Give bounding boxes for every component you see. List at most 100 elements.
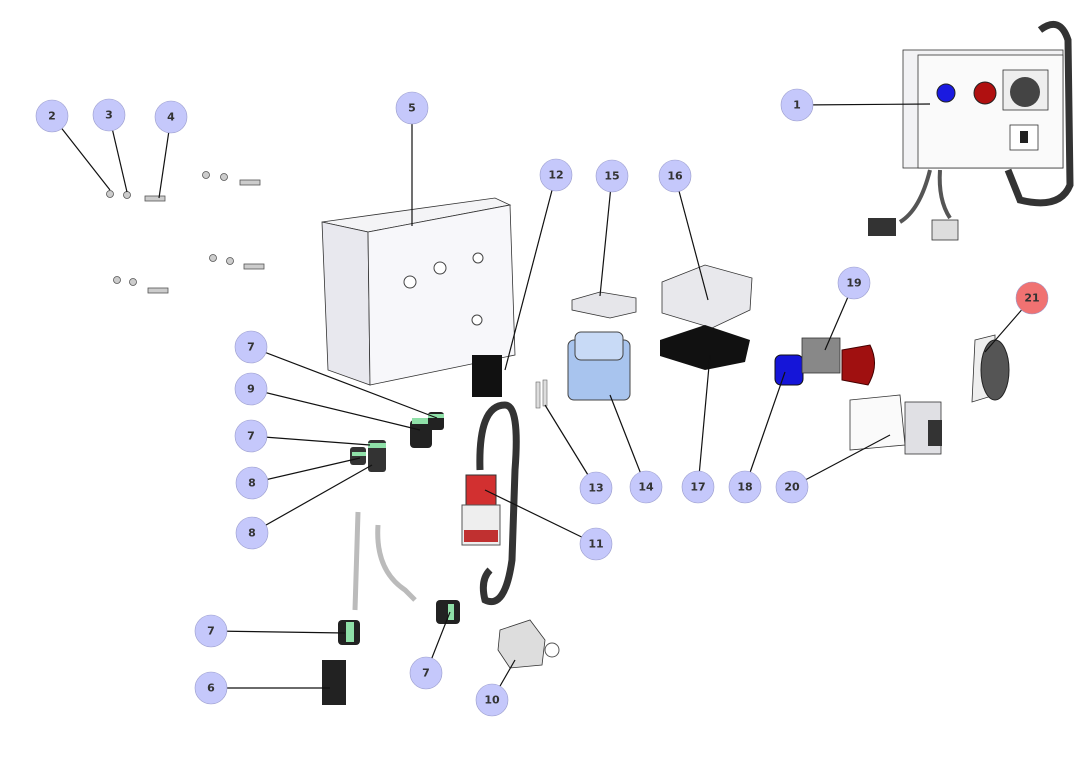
callout-bubble	[681, 470, 715, 504]
leader-line-7	[210, 630, 346, 634]
callout-bubble	[234, 372, 268, 406]
leader-line-1	[796, 103, 931, 106]
callout-14: 14	[629, 470, 663, 504]
callout-bubble	[775, 470, 809, 504]
callout-7: 7	[234, 419, 268, 453]
leader-line-15	[599, 175, 613, 297]
callout-15: 15	[595, 159, 629, 193]
callout-11: 11	[579, 527, 613, 561]
plug-connector	[461, 474, 501, 546]
callout-number: 4	[167, 111, 175, 124]
fasteners	[106, 171, 265, 294]
enclosure-box	[321, 197, 516, 386]
callout-5: 5	[395, 91, 429, 125]
callout-bubble	[92, 98, 126, 132]
callout-3: 3	[92, 98, 126, 132]
leader-line-7	[250, 346, 438, 419]
cable-glands	[338, 412, 460, 645]
callout-number: 18	[737, 481, 752, 494]
callout-bubble	[658, 159, 692, 193]
leader-line-8	[251, 457, 361, 484]
callout-16: 16	[658, 159, 692, 193]
callout-17: 17	[681, 470, 715, 504]
callout-6: 6	[194, 671, 228, 705]
callout-bubble	[579, 527, 613, 561]
callout-bubble	[475, 683, 509, 717]
callout-bubble	[35, 99, 69, 133]
leader-line-16	[674, 175, 709, 301]
callout-13: 13	[579, 471, 613, 505]
callout-number: 16	[667, 170, 683, 183]
callout-bubble	[837, 266, 871, 300]
callout-bubble	[235, 516, 269, 550]
cable-clamp	[322, 660, 346, 705]
callout-bubble	[194, 671, 228, 705]
callout-20: 20	[775, 470, 809, 504]
callout-number: 10	[484, 694, 500, 707]
callout-bubble	[595, 159, 629, 193]
callout-number: 17	[690, 481, 705, 494]
leader-line-7	[250, 435, 371, 446]
callout-bubble	[1015, 281, 1049, 315]
callout-8: 8	[235, 516, 269, 550]
callout-bubble	[395, 91, 429, 125]
parts	[106, 20, 1074, 705]
callout-10: 10	[475, 683, 509, 717]
callout-number: 8	[248, 527, 256, 540]
callout-bubble	[409, 656, 443, 690]
callout-21: 21	[1015, 281, 1049, 315]
callout-number: 7	[422, 667, 430, 680]
callout-number: 12	[548, 169, 563, 182]
callout-7: 7	[194, 614, 228, 648]
leader-line-11	[484, 489, 597, 545]
callout-number: 13	[588, 482, 603, 495]
callout-bubble	[780, 88, 814, 122]
callout-bubble	[539, 158, 573, 192]
callout-number: 5	[408, 102, 416, 115]
callout-number: 9	[247, 383, 255, 396]
leader-line-20	[791, 434, 891, 488]
callout-bubble	[194, 614, 228, 648]
callout-18: 18	[728, 470, 762, 504]
callout-number: 6	[207, 682, 215, 695]
callout-number: 21	[1024, 292, 1039, 305]
callout-number: 2	[48, 110, 56, 123]
callout-bubble	[629, 470, 663, 504]
leader-line-12	[504, 174, 557, 371]
callout-bubble	[579, 471, 613, 505]
leader-line-9	[250, 388, 421, 431]
transformer	[567, 331, 631, 401]
callout-4: 4	[154, 100, 188, 134]
callout-number: 14	[638, 481, 654, 494]
callout-12: 12	[539, 158, 573, 192]
callout-number: 15	[604, 170, 619, 183]
callout-number: 3	[105, 109, 113, 122]
callout-19: 19	[837, 266, 871, 300]
callout-bubble	[235, 466, 269, 500]
callout-2: 2	[35, 99, 69, 133]
leader-line-8	[251, 464, 373, 534]
callout-bubble	[154, 100, 188, 134]
leader-line-14	[609, 394, 647, 488]
callout-1: 1	[780, 88, 814, 122]
callout-number: 11	[588, 538, 603, 551]
callout-8: 8	[235, 466, 269, 500]
assembled-control-box	[868, 20, 1074, 241]
callout-7: 7	[234, 330, 268, 364]
callout-7: 7	[409, 656, 443, 690]
callout-bubble	[234, 419, 268, 453]
callout-bubble	[234, 330, 268, 364]
callout-number: 7	[247, 430, 255, 443]
terminal-block	[472, 355, 502, 397]
limit-switch	[497, 619, 560, 669]
callout-number: 19	[846, 277, 861, 290]
callout-bubble	[728, 470, 762, 504]
callout-number: 1	[793, 99, 801, 112]
callout-number: 7	[207, 625, 215, 638]
callout-number: 20	[784, 481, 800, 494]
callout-number: 7	[247, 341, 255, 354]
leader-line-18	[744, 371, 786, 488]
callout-9: 9	[234, 372, 268, 406]
